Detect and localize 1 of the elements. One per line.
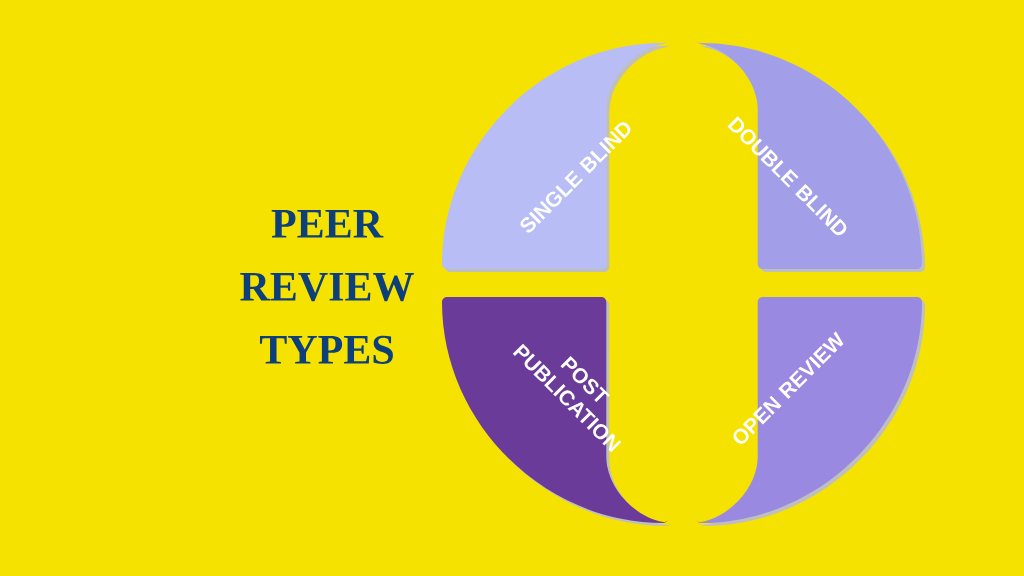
title: PEER REVIEW TYPES — [240, 210, 414, 364]
